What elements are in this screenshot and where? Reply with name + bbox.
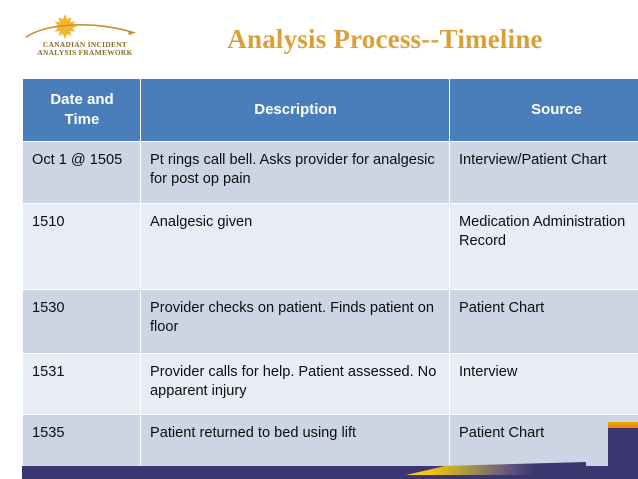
table-row: 1531 Provider calls for help. Patient as… (22, 353, 638, 415)
logo-line1: CANADIAN INCIDENT (43, 40, 127, 49)
cell-source: Patient Chart (449, 289, 638, 354)
logo-line2: ANALYSIS FRAMEWORK (37, 48, 132, 57)
cell-date-time: 1510 (22, 203, 141, 290)
canadian-incident-analysis-framework-logo: CANADIAN INCIDENT ANALYSIS FRAMEWORK (24, 11, 146, 57)
cell-date-time: Oct 1 @ 1505 (22, 141, 141, 204)
cell-description: Provider checks on patient. Finds patien… (140, 289, 450, 354)
cell-source: Interview (449, 353, 638, 415)
table-row: 1510 Analgesic given Medication Administ… (22, 203, 638, 290)
table-row: Oct 1 @ 1505 Pt rings call bell. Asks pr… (22, 141, 638, 204)
decoration-bottom-left-gap (0, 466, 22, 479)
cell-description: Provider calls for help. Patient assesse… (140, 353, 450, 415)
cell-description: Analgesic given (140, 203, 450, 290)
table-header-row: Date and Time Description Source (22, 78, 638, 142)
cell-date-time: 1530 (22, 289, 141, 354)
cell-date-time: 1531 (22, 353, 141, 415)
arc-swoosh-tip-icon (128, 30, 136, 36)
table-row: 1530 Provider checks on patient. Finds p… (22, 289, 638, 354)
cell-source: Medication Administration Record (449, 203, 638, 290)
column-header-description: Description (140, 78, 450, 142)
column-header-date-time: Date and Time (22, 78, 141, 142)
slide-header: CANADIAN INCIDENT ANALYSIS FRAMEWORK Ana… (0, 0, 638, 70)
cell-source: Interview/Patient Chart (449, 141, 638, 204)
maple-leaf-icon (53, 14, 77, 40)
cell-description: Pt rings call bell. Asks provider for an… (140, 141, 450, 204)
column-header-source: Source (449, 78, 638, 142)
page-title: Analysis Process--Timeline (227, 24, 543, 54)
decoration-gold-stripe (608, 422, 638, 428)
cell-description: Patient returned to bed using lift (140, 414, 450, 476)
arc-swoosh-icon (25, 24, 133, 38)
analysis-timeline-table: Date and Time Description Source Oct 1 @… (22, 78, 638, 476)
